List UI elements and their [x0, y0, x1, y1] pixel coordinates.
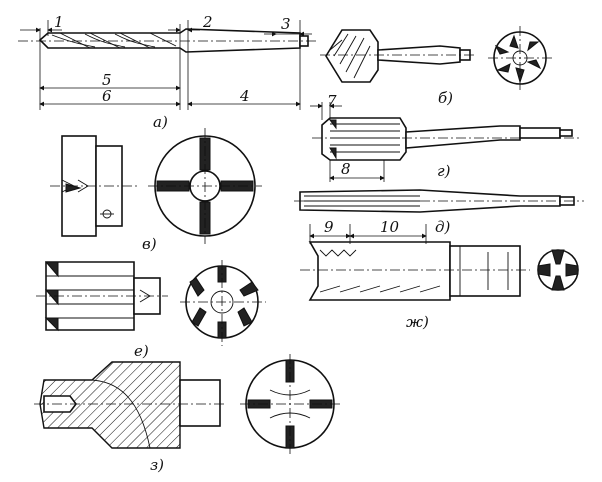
view-label-e: е): [134, 342, 149, 360]
dimension-label-7: 7: [327, 92, 337, 110]
drill-view-a: [18, 20, 318, 110]
dimension-label-2: 2: [202, 13, 213, 31]
dimension-label-1: 1: [54, 13, 64, 31]
view-label-g: г): [437, 162, 451, 180]
dimension-label-3: 3: [281, 15, 291, 33]
core-drill-view-g: [310, 102, 580, 182]
dimension-label-5: 5: [102, 71, 112, 89]
view-label-b: б): [438, 89, 453, 107]
view-label-d: д): [435, 218, 451, 236]
tap-view-zh: [300, 224, 579, 301]
reamer-view-d: [294, 189, 584, 213]
dimension-label-8: 8: [341, 160, 351, 178]
view-label-z: з): [150, 456, 164, 474]
view-label-a: а): [153, 113, 168, 131]
dimension-label-4: 4: [239, 87, 250, 105]
view-label-zh: ж): [406, 313, 429, 331]
dimension-label-6: 6: [102, 87, 112, 105]
dimension-label-10: 10: [380, 218, 400, 236]
shell-cutter-view-e: [36, 260, 266, 346]
disc-cutter-view-v: [50, 128, 262, 244]
dimension-label-9: 9: [324, 218, 334, 236]
counterbore-view-z: [34, 354, 340, 456]
view-label-v: в): [142, 235, 157, 253]
countersink-view-b: [320, 26, 552, 90]
